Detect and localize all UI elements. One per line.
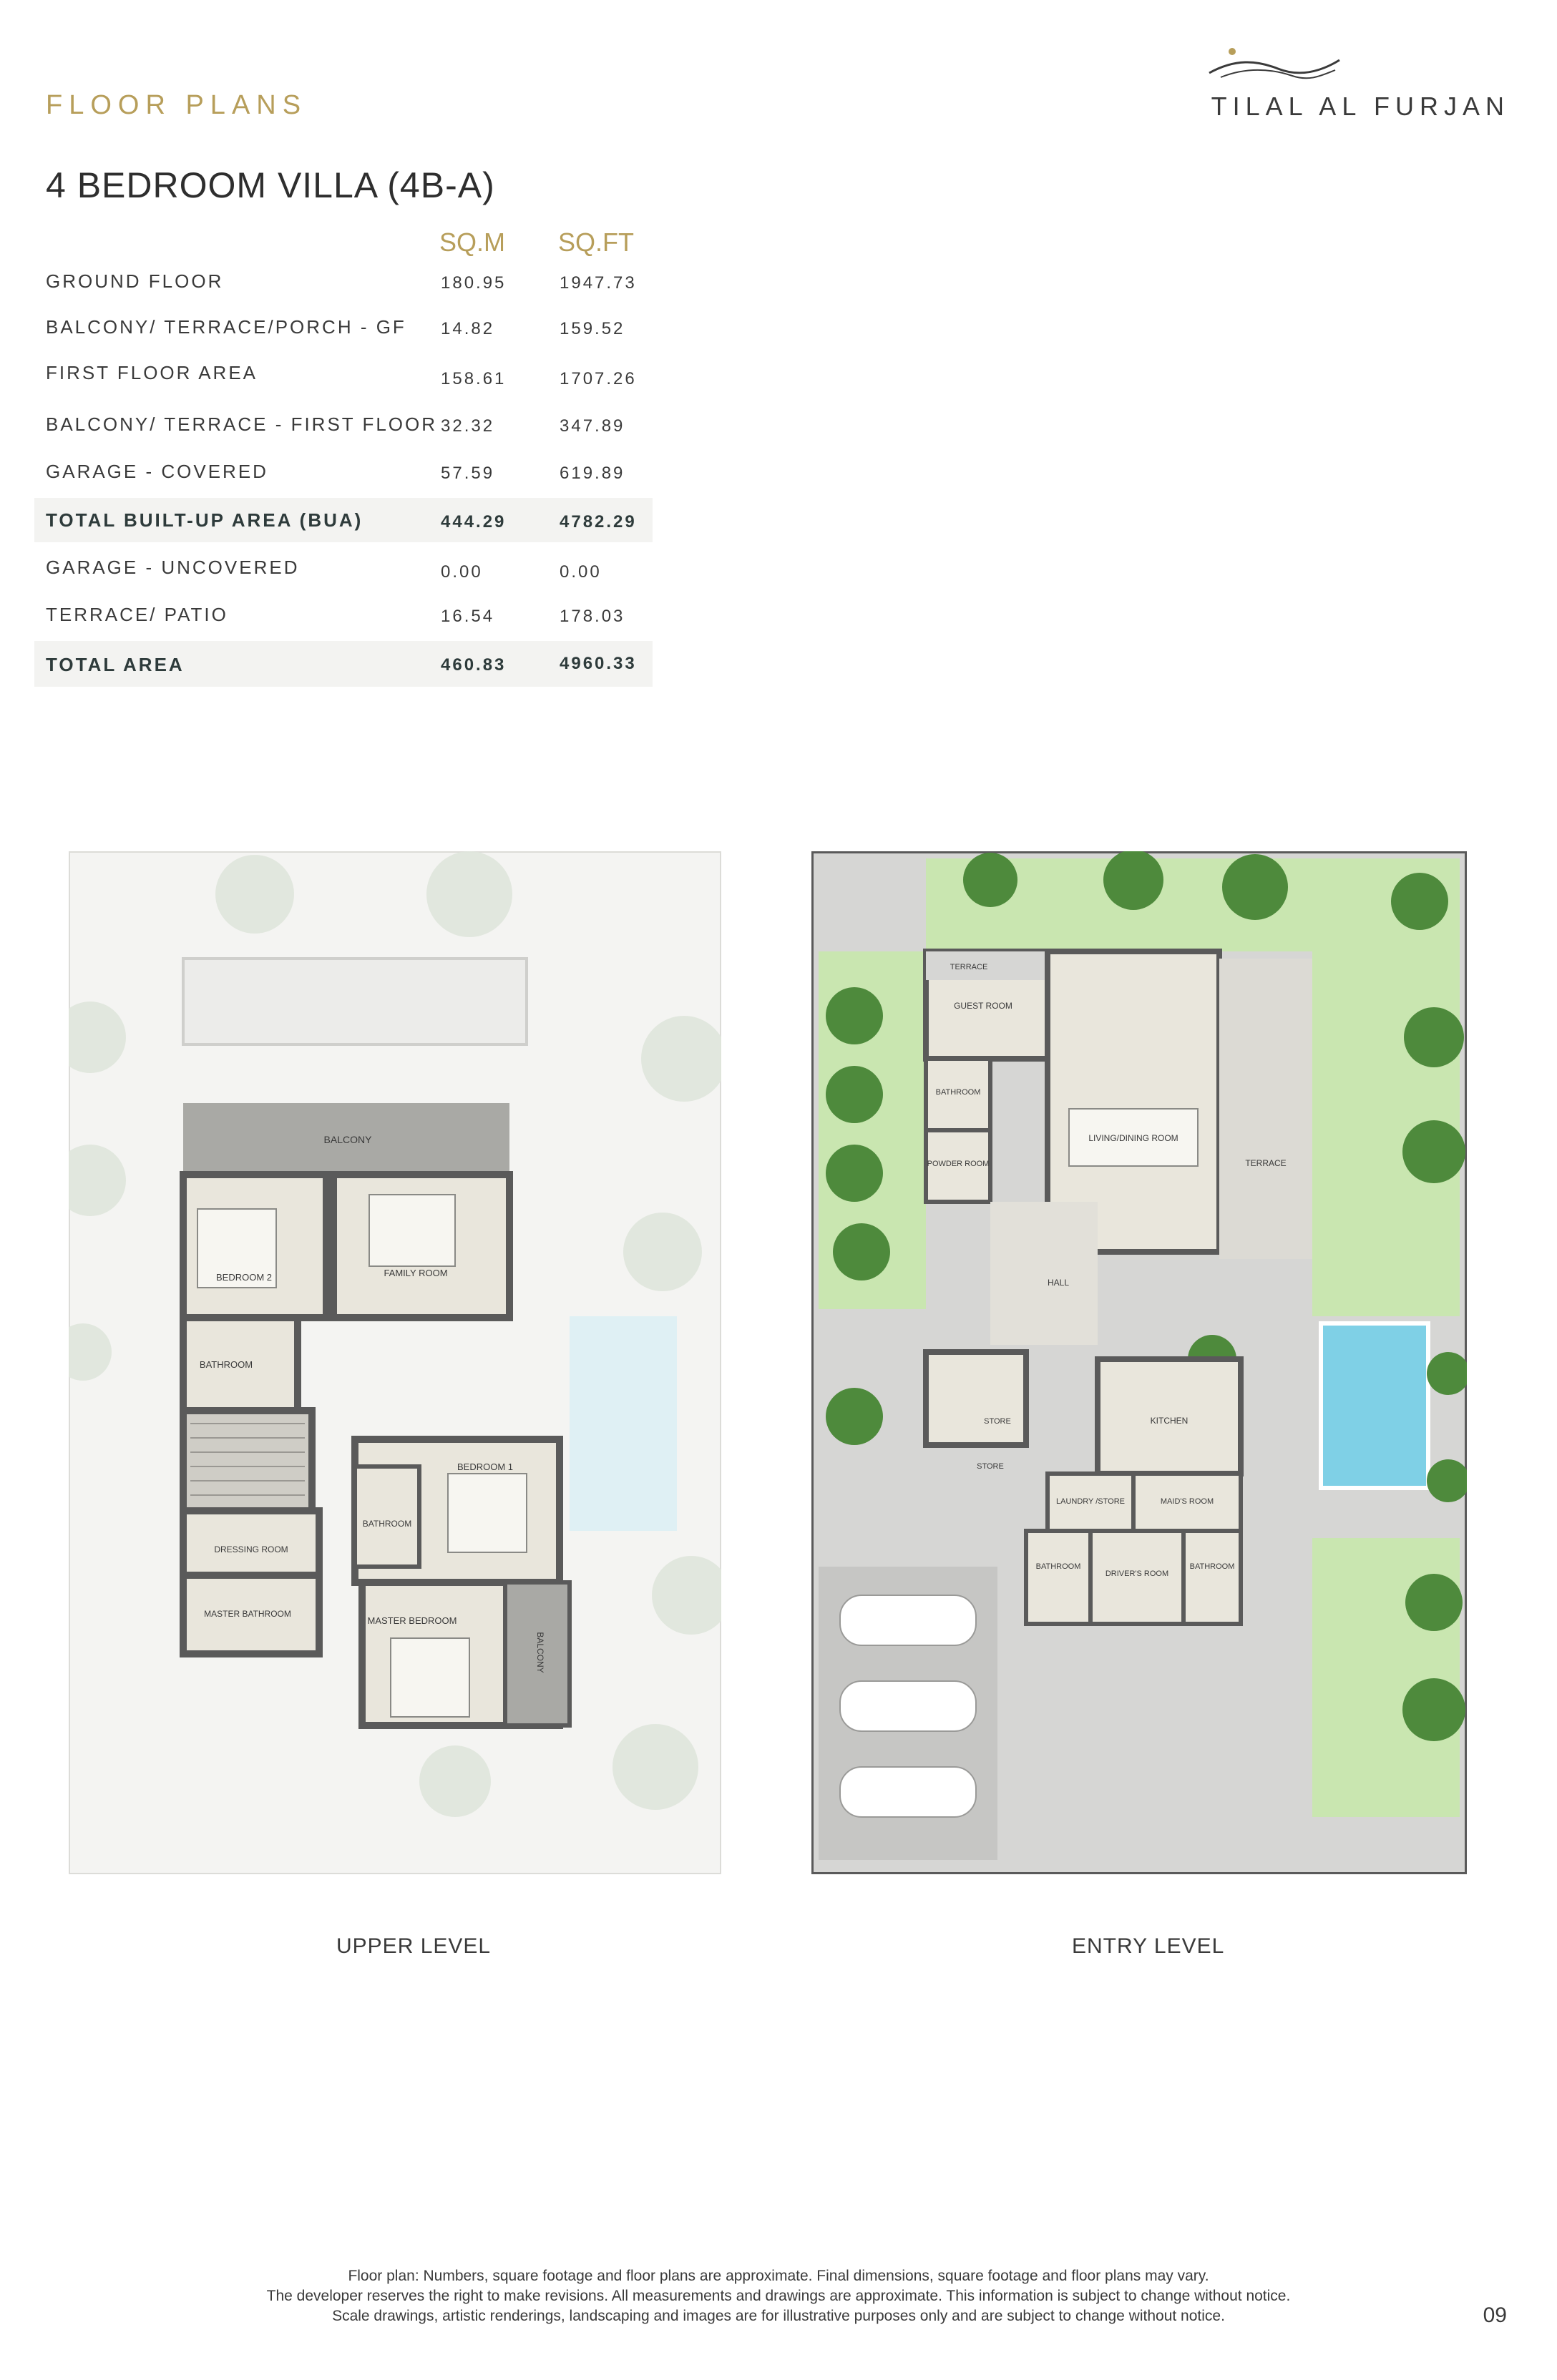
- brand-name: TILAL AL FURJAN: [1211, 92, 1510, 121]
- table-row: FIRST FLOOR AREA 158.61 1707.26: [34, 355, 653, 395]
- svg-text:HALL: HALL: [1048, 1278, 1069, 1288]
- row-label: TOTAL BUILT-UP AREA (BUA): [46, 509, 363, 531]
- svg-text:BEDROOM 2: BEDROOM 2: [216, 1272, 272, 1283]
- svg-text:BALCONY: BALCONY: [535, 1632, 545, 1673]
- row-label: TERRACE/ PATIO: [46, 604, 228, 625]
- svg-text:DRIVER'S ROOM: DRIVER'S ROOM: [1105, 1569, 1168, 1578]
- row-label: GARAGE - UNCOVERED: [46, 557, 300, 578]
- svg-text:KITCHEN: KITCHEN: [1151, 1416, 1189, 1426]
- svg-text:BATHROOM: BATHROOM: [1036, 1562, 1081, 1571]
- svg-text:BATHROOM: BATHROOM: [363, 1519, 411, 1529]
- row-label: BALCONY/ TERRACE/PORCH - GF: [46, 316, 406, 338]
- page-number: 09: [1483, 2303, 1507, 2327]
- balcony-top: [183, 1103, 509, 1175]
- svg-text:STORE: STORE: [984, 1417, 1011, 1426]
- svg-text:BEDROOM 1: BEDROOM 1: [457, 1461, 513, 1472]
- disclaimer: Floor plan: Numbers, square footage and …: [0, 2266, 1557, 2326]
- disclaimer-line: Scale drawings, artistic renderings, lan…: [332, 2308, 1225, 2324]
- col-header-sqft: SQ.FT: [558, 227, 634, 257]
- row-label: BALCONY/ TERRACE - FIRST FLOOR: [46, 413, 438, 435]
- row-sqm: 158.61: [441, 369, 507, 388]
- upper-level-caption: UPPER LEVEL: [336, 1934, 492, 1958]
- row-sqft: 619.89: [560, 464, 625, 483]
- row-sqm: 14.82: [441, 319, 495, 338]
- row-sqft: 1947.73: [560, 273, 637, 293]
- row-sqm: 32.32: [441, 416, 495, 436]
- row-sqm: 460.83: [441, 655, 507, 675]
- svg-text:BATHROOM: BATHROOM: [936, 1088, 981, 1097]
- table-row-total-bua: TOTAL BUILT-UP AREA (BUA) 444.29 4782.29: [34, 498, 653, 542]
- svg-text:LAUNDRY /STORE: LAUNDRY /STORE: [1056, 1497, 1125, 1506]
- row-sqm: 0.00: [441, 562, 483, 582]
- row-sqft: 0.00: [560, 562, 602, 582]
- svg-text:MASTER BEDROOM: MASTER BEDROOM: [368, 1615, 457, 1626]
- table-row-total-area: TOTAL AREA 460.83 4960.33: [34, 641, 653, 687]
- table-row: BALCONY/ TERRACE/PORCH - GF 14.82 159.52: [34, 309, 653, 349]
- row-sqm: 444.29: [441, 512, 507, 532]
- svg-text:MASTER BATHROOM: MASTER BATHROOM: [204, 1609, 291, 1619]
- svg-text:BALCONY: BALCONY: [324, 1134, 373, 1145]
- svg-text:TERRACE: TERRACE: [1245, 1158, 1286, 1168]
- table-row: GROUND FLOOR 180.95 1947.73: [34, 263, 653, 303]
- row-sqft: 1707.26: [560, 369, 637, 388]
- row-sqft: 4960.33: [560, 654, 637, 673]
- svg-text:DRESSING ROOM: DRESSING ROOM: [214, 1544, 288, 1554]
- svg-text:BATHROOM: BATHROOM: [1190, 1562, 1235, 1571]
- row-label: FIRST FLOOR AREA: [46, 362, 258, 383]
- svg-text:TERRACE: TERRACE: [950, 963, 988, 971]
- svg-text:FAMILY ROOM: FAMILY ROOM: [384, 1268, 447, 1278]
- unit-title: 4 BEDROOM VILLA (4B-A): [46, 165, 495, 205]
- disclaimer-line: Floor plan: Numbers, square footage and …: [348, 2268, 1209, 2284]
- row-label: TOTAL AREA: [46, 654, 185, 675]
- entry-level-floorplan: GUEST ROOM TERRACE LIVING/DINING ROOM TE…: [811, 851, 1467, 1874]
- table-row: GARAGE - UNCOVERED 0.00 0.00: [34, 549, 653, 589]
- row-sqft: 4782.29: [560, 512, 637, 532]
- svg-text:STORE: STORE: [977, 1462, 1004, 1471]
- col-header-sqm: SQ.M: [439, 227, 506, 257]
- table-row: TERRACE/ PATIO 16.54 178.03: [34, 597, 653, 637]
- pool: [1319, 1321, 1430, 1490]
- disclaimer-line: The developer reserves the right to make…: [266, 2288, 1291, 2304]
- svg-text:GUEST ROOM: GUEST ROOM: [954, 1001, 1012, 1011]
- row-sqft: 178.03: [560, 607, 625, 626]
- svg-text:LIVING/DINING ROOM: LIVING/DINING ROOM: [1088, 1133, 1178, 1143]
- row-sqft: 347.89: [560, 416, 625, 436]
- entry-level-caption: ENTRY LEVEL: [1072, 1934, 1225, 1958]
- row-sqm: 57.59: [441, 464, 495, 483]
- row-sqm: 180.95: [441, 273, 507, 293]
- upper-level-floorplan: BALCONY BEDROOM 2 FAMILY ROOM BATHROOM B…: [69, 851, 721, 1874]
- row-label: GROUND FLOOR: [46, 270, 224, 292]
- table-row: GARAGE - COVERED 57.59 619.89: [34, 454, 653, 494]
- section-title: FLOOR PLANS: [46, 90, 308, 120]
- row-sqm: 16.54: [441, 607, 495, 626]
- row-sqft: 159.52: [560, 319, 625, 338]
- svg-text:BATHROOM: BATHROOM: [200, 1359, 253, 1370]
- table-row: BALCONY/ TERRACE - FIRST FLOOR 32.32 347…: [34, 406, 653, 446]
- brand-logo-icon: [1209, 48, 1340, 79]
- row-label: GARAGE - COVERED: [46, 461, 268, 482]
- svg-text:POWDER ROOM: POWDER ROOM: [927, 1160, 990, 1168]
- svg-text:MAID'S ROOM: MAID'S ROOM: [1161, 1497, 1214, 1506]
